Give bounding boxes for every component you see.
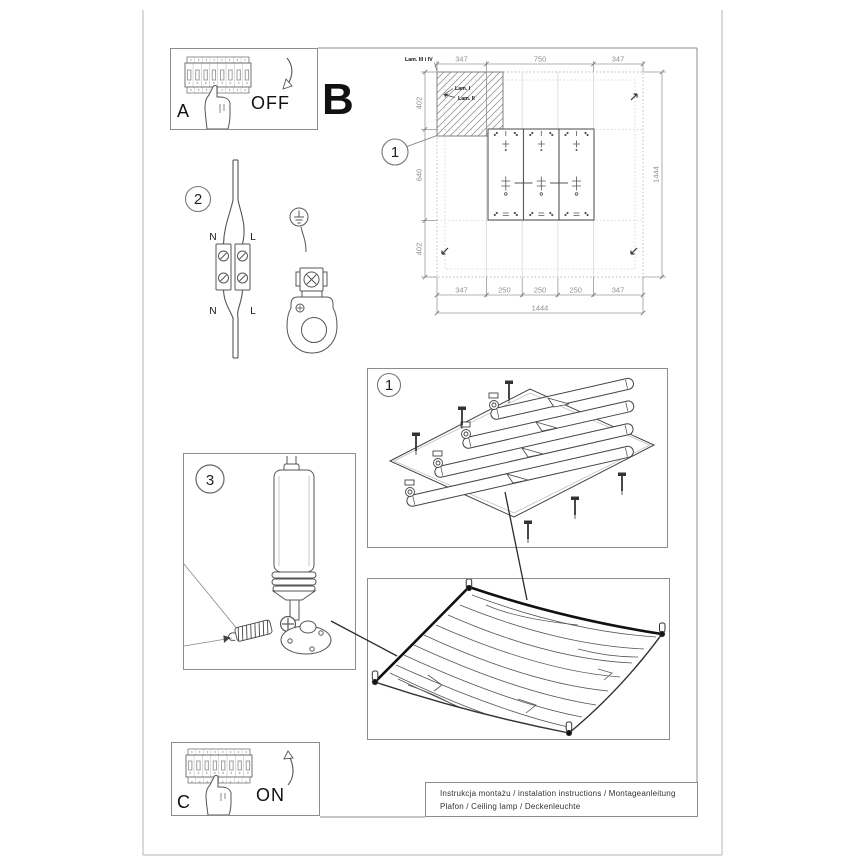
- fabric-edges: [374, 585, 663, 734]
- callout-2-number: 2: [194, 191, 202, 208]
- panel-3-tensioner: 3: [183, 453, 356, 670]
- wiring-diagram: 2 N L N L: [184, 159, 338, 359]
- callout-1-frame-number: 1: [385, 377, 393, 394]
- spring-icon: [223, 619, 273, 643]
- lamp-tubes: [406, 377, 635, 507]
- callout-1-plan: 1: [381, 135, 438, 166]
- panel-a-letter: A: [177, 101, 190, 121]
- lamp-unit-marks: [493, 131, 589, 217]
- dim-label: 1444: [652, 166, 661, 183]
- corner-lamps-label: Lam. III i IV: [405, 57, 433, 63]
- caption-line-1: Instrukcja montażu / instalation instruc…: [440, 789, 676, 798]
- caption-box: Instrukcja montażu / instalation instruc…: [425, 782, 698, 817]
- lamp2-label: Lam. II: [458, 96, 475, 102]
- pressing-hand-icon: [204, 84, 231, 129]
- panel-fabric-diffuser: [367, 578, 670, 740]
- corner-marks: [441, 93, 638, 255]
- arrow-up-icon: [283, 750, 294, 786]
- callout-3-number: 3: [206, 472, 214, 489]
- dim-label: 347: [612, 286, 625, 295]
- corner-hooks: [371, 579, 666, 737]
- dim-label: 347: [455, 55, 468, 64]
- ground-symbol-icon: [289, 207, 309, 227]
- dim-label: 1444: [532, 304, 549, 313]
- lamp-units: [487, 128, 595, 221]
- breaker-off-illustration: [184, 56, 293, 129]
- dim-label: 347: [612, 55, 625, 64]
- wire-n-bottom-label: N: [209, 306, 216, 317]
- panel-c-letter: C: [177, 792, 190, 812]
- lamp-cable-icon: [222, 289, 244, 359]
- callout-1-number: 1: [391, 144, 399, 161]
- ceiling-plan-drawing: 347 750 347 402 640 402 1444 347 250 250…: [381, 55, 666, 316]
- dim-label: 250: [534, 286, 547, 295]
- dimension-lines: [421, 61, 666, 314]
- tensioner-illustration: 3: [184, 456, 332, 655]
- breaker-on-illustration: [185, 748, 294, 815]
- tube-sockets: [506, 397, 570, 484]
- callout-2: 2: [184, 185, 212, 213]
- callout-3: 3: [195, 464, 225, 494]
- dim-label: 750: [534, 55, 547, 64]
- dim-label: 402: [415, 243, 424, 256]
- on-label: ON: [256, 785, 285, 805]
- wire-l-bottom-label: L: [250, 306, 256, 317]
- pressing-hand-icon: [205, 774, 232, 815]
- dim-label: 402: [415, 97, 424, 110]
- ground-clamp-icon: [286, 267, 338, 354]
- wire-n-top-label: N: [209, 232, 216, 243]
- panel-1-exploded-frame: 1: [367, 368, 668, 548]
- breaker-strip-icon: [185, 748, 253, 784]
- fabric-illustration: [371, 579, 666, 737]
- arrow-down-icon: [282, 57, 293, 90]
- callout-1-frame: 1: [376, 372, 402, 398]
- dim-label: 250: [569, 286, 582, 295]
- spring-housing-icon: [271, 456, 317, 621]
- dim-label: 250: [498, 286, 511, 295]
- terminal-block-icon: [215, 243, 251, 291]
- ceiling-outline: [436, 71, 644, 278]
- step-b-letter: B: [322, 75, 354, 124]
- dim-label: 347: [455, 286, 468, 295]
- hatched-mount-area: [436, 71, 504, 137]
- caption-line-2: Plafon / Ceiling lamp / Deckenleuchte: [440, 802, 581, 811]
- lamp-label-arrow: [443, 88, 456, 98]
- mounting-clips: [404, 392, 499, 497]
- screw-icon: [279, 615, 297, 633]
- breaker-strip-icon: [184, 56, 252, 94]
- fabric-pattern: [389, 594, 657, 728]
- ground-wire: [300, 226, 307, 253]
- off-label: OFF: [251, 93, 290, 113]
- dim-label: 640: [415, 169, 424, 182]
- screws: [412, 380, 626, 543]
- panel-c-power-on: ON C: [171, 742, 320, 816]
- supply-cable-icon: [222, 159, 245, 245]
- frame-illustration: 1: [376, 372, 656, 543]
- panel-a-power-off: OFF A: [170, 48, 318, 130]
- fabric-surface: [375, 587, 662, 733]
- wire-l-top-label: L: [250, 232, 256, 243]
- lamp1-label: Lam. I: [455, 86, 471, 92]
- base-plate-icon: [280, 620, 332, 655]
